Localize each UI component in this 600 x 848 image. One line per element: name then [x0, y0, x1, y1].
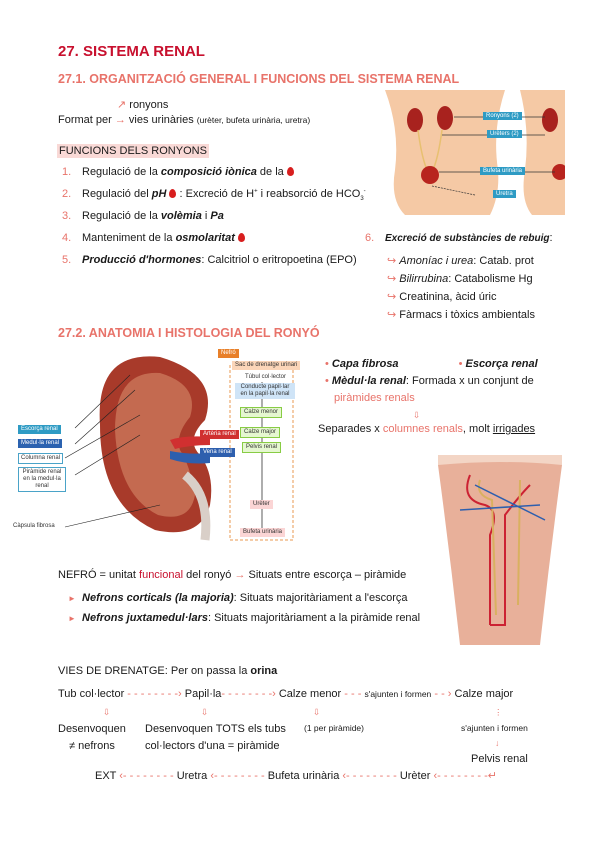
label-ureters: Urèters (2)	[487, 130, 522, 138]
label-bufeta-k: Bufeta urinària	[240, 528, 286, 537]
branch-vies: vies urinàries	[128, 114, 194, 126]
label-conducte: Conducte papil·lar en la papil·la renal	[235, 383, 295, 399]
urinary-system-figure: Ronyons (2) Urèters (2) Bufeta urinària …	[380, 90, 568, 215]
desenv-1: Desenvoquen≠ nefrons	[58, 723, 126, 752]
label-capsula: Càpsula fibrosa	[13, 523, 55, 529]
branch-note: (urèter, bufeta urinària, uretra)	[196, 115, 311, 125]
list-item: ↪ Creatinina, àcid úric	[387, 291, 497, 303]
label-medulla: Medul·la renal	[18, 439, 63, 448]
list-item: ↪ Fàrmacs i tòxics ambientals	[387, 309, 535, 321]
pelvis-renal: Pelvis renal	[471, 753, 528, 765]
function-6: 6.Excreció de substàncies de rebuig:	[365, 232, 553, 244]
function-4: 4.Manteniment de la osmolaritat	[62, 232, 245, 244]
nephron-figure	[430, 451, 570, 645]
per-piramide: (1 per piràmide)	[304, 723, 364, 733]
kidney-anatomy-figure: Nefró Sac de drenatge urinari Túbul col·…	[10, 345, 301, 545]
label-vena: Vena renal	[200, 448, 235, 457]
label-arteria: Artèria renal	[200, 430, 239, 439]
arrow-up-right-icon: ↗	[117, 99, 127, 111]
blood-drop-icon	[237, 233, 245, 242]
label-nefro: Nefró	[218, 349, 239, 358]
function-5: 5.Producció d'hormones: Calcitriol o eri…	[62, 254, 357, 266]
page-title: 27. SISTEMA RENAL	[58, 43, 205, 60]
list-item: ↪ Bilirrubina: Catabolisme Hg	[387, 273, 533, 285]
section-title-2: 27.2. ANATOMIA I HISTOLOGIA DEL RONYÓ	[58, 326, 320, 340]
label-sac: Sac de drenatge urinari	[232, 361, 301, 370]
label-ureter: Urèter	[250, 500, 273, 509]
label-tubul: Túbul col·lector	[242, 373, 290, 382]
label-ronyons: Ronyons (2)	[483, 112, 522, 120]
nefro-definition: NEFRÓ = unitat funcional del ronyó → Sit…	[58, 569, 407, 581]
nefrons-corticals: ► Nefrons corticals (la majoria): Situat…	[68, 592, 408, 604]
flow-row-1: Tub col·lector - - - - - - - -› Papil·la…	[58, 688, 514, 700]
flow-row-2: EXT ‹- - - - - - - - Uretra ‹- - - - - -…	[95, 770, 498, 782]
label-escorca: Escorça renal	[18, 425, 61, 434]
label-piramide: Piràmide renal en la medul·la renal	[18, 467, 66, 492]
function-2: 2.Regulació del pH : Excreció de H+ i re…	[62, 188, 366, 203]
label-calze-major: Calze major	[240, 427, 281, 438]
kidney-layers: • Capa fibrosa• Escorça renal • Mèdul·la…	[325, 358, 538, 420]
format-per: Format per	[58, 114, 112, 126]
blood-drop-icon	[286, 167, 294, 176]
section-title-1: 27.1. ORGANITZACIÓ GENERAL I FUNCIONS DE…	[58, 72, 460, 86]
label-calze-menor: Calze menor	[240, 407, 283, 418]
label-bufeta: Bufeta urinària	[480, 167, 526, 175]
vies-title: VIES DE DRENATGE: Per on passa la orina	[58, 665, 278, 677]
blood-drop-icon	[169, 189, 177, 198]
nefrons-juxta: ► Nefrons juxtamedul·lars: Situats major…	[68, 612, 421, 624]
label-columna: Columna renal	[18, 453, 64, 464]
list-item: ↪ Amoníac i urea: Catab. prot	[387, 255, 534, 267]
ajunten-2: s'ajunten i formen	[461, 723, 528, 733]
functions-title: FUNCIONS DELS RONYONS	[57, 144, 209, 158]
branch-ronyons: ronyons	[129, 99, 169, 111]
label-pelvis: Pelvis renal	[242, 442, 282, 453]
label-uretra: Uretra	[493, 190, 516, 198]
function-3: 3.Regulació de la volèmia i Pa	[62, 210, 224, 222]
rebuig-list: ↪ Amoníac i urea: Catab. prot ↪ Bilirrub…	[387, 252, 535, 324]
columnes-text: Separades x columnes renals, molt irriga…	[318, 423, 536, 435]
function-1: 1.Regulació de la composició iònica de l…	[62, 166, 294, 178]
arrow-right-icon: →	[114, 114, 126, 126]
